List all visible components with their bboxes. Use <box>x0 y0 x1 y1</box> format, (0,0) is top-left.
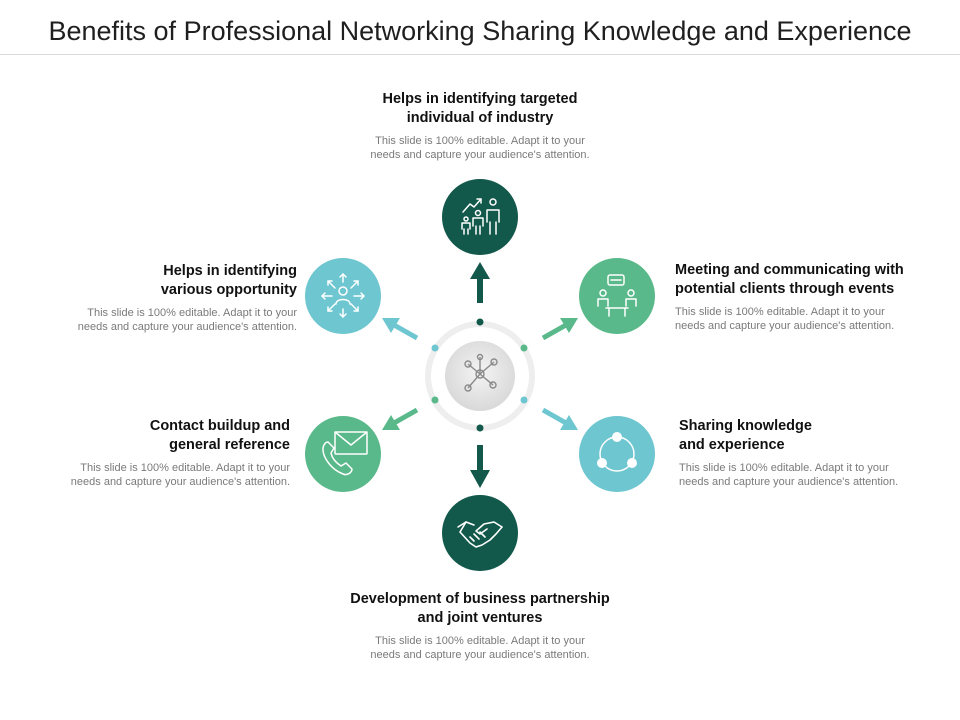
description: This slide is 100% editable. Adapt it to… <box>679 462 899 488</box>
node-targeted-individual <box>442 179 518 255</box>
node-meeting-clients <box>579 258 655 334</box>
arrow-upper-right <box>541 318 578 341</box>
node-various-opportunity <box>305 258 381 334</box>
heading: Development of business partnership and … <box>350 591 610 626</box>
ring-dot <box>431 344 439 352</box>
person-arrows-icon <box>321 273 365 318</box>
network-icon <box>464 353 498 392</box>
cycle-icon <box>597 432 637 472</box>
block-meeting-clients: Meeting and communicating with potential… <box>675 261 945 333</box>
handshake-icon <box>457 521 503 548</box>
heading: Helps in identifying various opportunity <box>160 263 297 298</box>
ring-dot <box>520 344 528 352</box>
ring-dot <box>476 318 484 326</box>
description: This slide is 100% editable. Adapt it to… <box>77 307 297 333</box>
block-contact-buildup: Contact buildup and general reference Th… <box>20 417 290 489</box>
description: This slide is 100% editable. Adapt it to… <box>370 135 590 161</box>
heading: Sharing knowledge and experience <box>679 418 812 453</box>
title-divider <box>0 54 960 55</box>
ring-dot <box>431 396 439 404</box>
heading: Helps in identifying targeted individual… <box>382 91 578 126</box>
arrow-down <box>470 445 490 488</box>
page-title: Benefits of Professional Networking Shar… <box>48 16 912 46</box>
block-sharing-knowledge: Sharing knowledge and experience This sl… <box>679 417 949 489</box>
description: This slide is 100% editable. Adapt it to… <box>370 635 590 661</box>
block-various-opportunity: Helps in identifying various opportunity… <box>20 262 297 334</box>
node-sharing-knowledge <box>579 416 655 492</box>
description: This slide is 100% editable. Adapt it to… <box>70 462 290 488</box>
block-targeted-individual: Helps in identifying targeted individual… <box>330 90 630 162</box>
arrow-up <box>470 262 490 303</box>
hub-circle <box>445 341 515 411</box>
phone-mail-icon <box>322 431 368 476</box>
ring-dot <box>520 396 528 404</box>
block-business-partnership: Development of business partnership and … <box>320 590 640 662</box>
heading: Meeting and communicating with potential… <box>675 262 904 297</box>
heading: Contact buildup and general reference <box>149 418 290 453</box>
arrow-lower-left <box>382 407 419 430</box>
people-growth-icon <box>461 198 500 235</box>
description: This slide is 100% editable. Adapt it to… <box>675 306 895 332</box>
meeting-icon <box>597 274 637 317</box>
ring-dot <box>476 424 484 432</box>
arrow-lower-right <box>541 407 578 430</box>
arrow-upper-left <box>382 318 419 341</box>
